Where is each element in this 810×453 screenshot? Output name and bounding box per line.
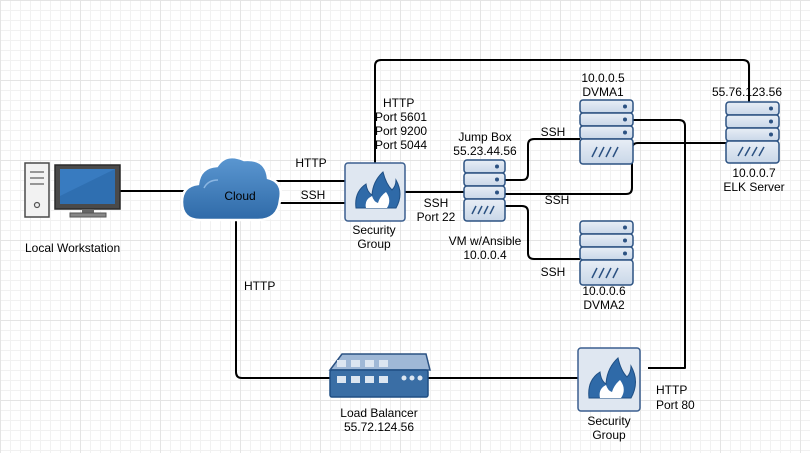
- cloud-label: Cloud: [224, 189, 255, 203]
- edge-jump-elk: [505, 142, 726, 195]
- load-balancer: [328, 353, 431, 398]
- elk-label-1: 55.76.123.56: [712, 85, 782, 99]
- dvma2-label-2: DVMA2: [583, 298, 625, 312]
- jump-box-label-4: 10.0.0.4: [463, 248, 507, 262]
- edge-label-sg-jump-ssh: SSH: [424, 196, 449, 210]
- dvma2-label-1: 10.0.0.6: [582, 284, 626, 298]
- security-group-bottom: [577, 347, 641, 412]
- edge-jump-dvma1: [505, 138, 580, 181]
- workstation-icon: [24, 162, 121, 218]
- edge-label-jump-dvma1-ssh: SSH: [541, 125, 566, 139]
- jump-box-label-2: 55.23.44.56: [453, 144, 517, 158]
- edge-label-sg-bottom-port: Port 80: [656, 398, 695, 412]
- workstation-label: Local Workstation: [25, 241, 120, 255]
- dvma2-server: [579, 220, 634, 286]
- network-switch-icon: [337, 360, 388, 383]
- dvma1-label-1: 10.0.0.5: [581, 71, 625, 85]
- edge-label-sg-bottom-http: HTTP: [656, 383, 687, 397]
- dvma1-server: [579, 99, 634, 165]
- cloud-icon: [180, 155, 282, 222]
- load-balancer-label-1: Load Balancer: [340, 406, 417, 420]
- connections: [120, 59, 750, 379]
- edge-jump-dvma2: [505, 205, 580, 260]
- edge-label-sg-ports-1: HTTP: [383, 96, 414, 110]
- edge-label-sg-ports-2: Port 5601: [375, 110, 427, 124]
- edge-label-cloud-sg-http: HTTP: [295, 156, 326, 170]
- edge-label-sg-ports-3: Port 9200: [375, 124, 427, 138]
- firewall-flame-icon: [355, 171, 401, 209]
- jump-box-server: [463, 159, 506, 222]
- dvma1-label-2: DVMA1: [582, 85, 624, 99]
- firewall-flame-icon: [588, 357, 636, 399]
- elk-server: [725, 101, 780, 164]
- elk-label-3: ELK Server: [723, 180, 784, 194]
- security-group-bottom-label-1: Security: [587, 414, 630, 428]
- edge-label-jump-elk-ssh: SSH: [545, 193, 570, 207]
- security-group-bottom-label-2: Group: [592, 428, 626, 442]
- jump-box-label-3: VM w/Ansible: [449, 234, 522, 248]
- edge-label-cloud-sg-ssh: SSH: [301, 188, 326, 202]
- security-group-top-label-2: Group: [357, 237, 391, 251]
- edge-label-sg-jump-port: Port 22: [417, 210, 456, 224]
- security-group-top-label-1: Security: [352, 223, 395, 237]
- elk-label-2: 10.0.0.7: [732, 166, 776, 180]
- edge-label-cloud-lb-http: HTTP: [244, 279, 275, 293]
- edge-label-sg-ports-4: Port 5044: [375, 138, 427, 152]
- jump-box-label-1: Jump Box: [458, 130, 511, 144]
- edge-cloud-lb: [235, 218, 330, 379]
- edge-dvma1-sg-bottom: [633, 119, 686, 369]
- load-balancer-label-2: 55.72.124.56: [344, 420, 414, 434]
- edge-sg-elk-top: [374, 59, 750, 163]
- security-group-top: [344, 162, 406, 222]
- edge-label-jump-dvma2-ssh: SSH: [541, 265, 566, 279]
